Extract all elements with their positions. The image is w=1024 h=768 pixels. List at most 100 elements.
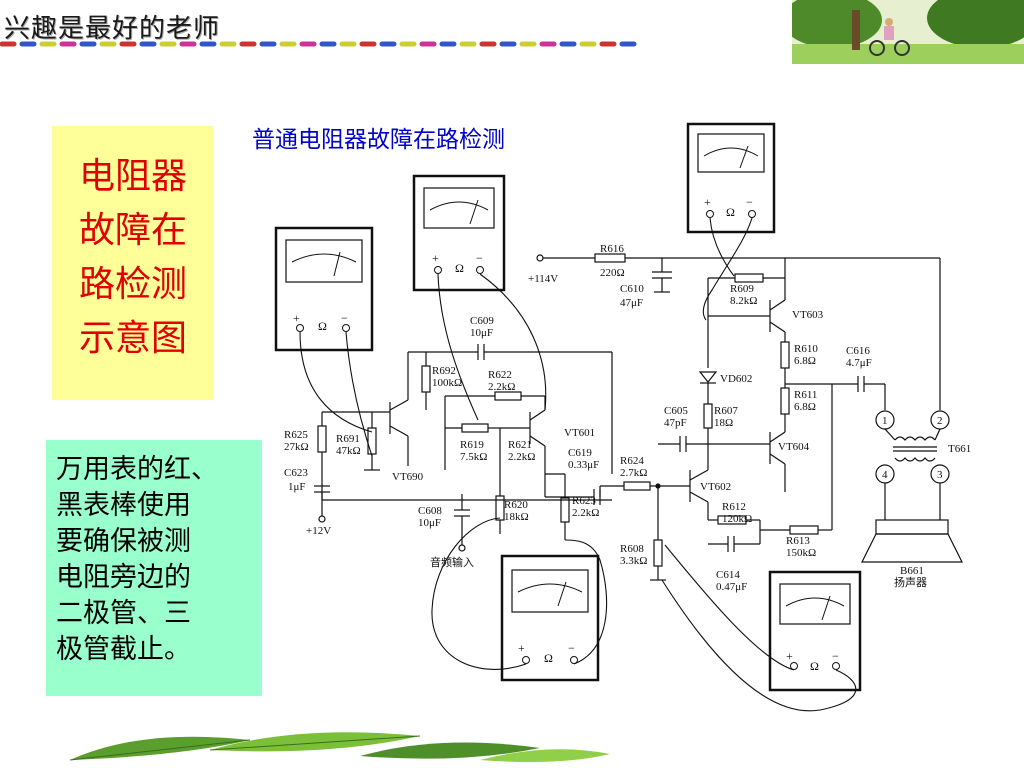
label-c610-value: 47μF xyxy=(620,297,643,309)
side-title-line: 电阻器 xyxy=(78,156,187,197)
note-line: 极管截止。 xyxy=(56,634,191,665)
note-line: 黑表棒使用 xyxy=(56,490,191,521)
label-r616: R616 xyxy=(600,243,624,255)
label-c614: C614 xyxy=(716,569,740,581)
label-vt602: VT602 xyxy=(700,481,731,493)
meter-plus-label: + xyxy=(518,641,525,655)
label-r610-value: 6.8Ω xyxy=(794,355,816,367)
meter-ohm-label: Ω xyxy=(726,205,735,219)
meter-plus-label: + xyxy=(704,195,711,209)
meter-minus-label: − xyxy=(746,195,753,209)
note-line: 二极管、三 xyxy=(56,598,191,629)
label-c623: C623 xyxy=(284,467,308,479)
label-t1: 1 xyxy=(882,415,888,427)
label-r616-value: 220Ω xyxy=(600,267,625,279)
label-t661: T661 xyxy=(948,443,971,455)
header-photo xyxy=(792,0,1024,64)
label-r622: R622 xyxy=(488,369,512,381)
label-r625-value: 27kΩ xyxy=(284,441,309,453)
label-r691-value: 47kΩ xyxy=(336,445,361,457)
label-r623-value: 2.2kΩ xyxy=(572,507,599,519)
label-r609: R609 xyxy=(730,283,754,295)
meter-minus-label: − xyxy=(568,641,575,655)
label-vt603: VT603 xyxy=(792,309,824,321)
label-r610: R610 xyxy=(794,343,818,355)
meter-plus-label: + xyxy=(432,251,439,265)
label-speaker: 扬声器 xyxy=(894,575,927,589)
note-line: 电阻旁边的 xyxy=(56,562,191,593)
meter-ohm-label: Ω xyxy=(544,651,553,665)
label-c605-value: 47pF xyxy=(664,417,687,429)
label-r620: R620 xyxy=(504,499,528,511)
meter-ohm-label: Ω xyxy=(810,659,819,673)
note-line: 万用表的红、 xyxy=(56,454,218,485)
label-c616: C616 xyxy=(846,345,870,357)
label-r619-value: 7.5kΩ xyxy=(460,451,487,463)
meter-minus-label: − xyxy=(832,649,839,663)
label-r611-value: 6.8Ω xyxy=(794,401,816,413)
label-c619-value: 0.33μF xyxy=(568,459,599,471)
side-title-line: 示意图 xyxy=(78,318,187,359)
label-vt690: VT690 xyxy=(392,471,424,483)
multimeter-2: + Ω − xyxy=(412,174,506,292)
side-title-box: 电阻器 故障在 路检测 示意图 xyxy=(52,126,214,400)
label-r607-value: 18Ω xyxy=(714,417,733,429)
label-vt601: VT601 xyxy=(564,427,595,439)
multimeter-3: + Ω − xyxy=(686,122,776,234)
label-r612-value: 120kΩ xyxy=(722,513,752,525)
multimeter-1: + Ω − xyxy=(274,226,374,352)
label-r692: R692 xyxy=(432,365,456,377)
label-r613-value: 150kΩ xyxy=(786,547,816,559)
label-c605: C605 xyxy=(664,405,688,417)
label-t4: 4 xyxy=(882,469,888,481)
label-r623: R623 xyxy=(572,495,596,507)
meter-minus-label: − xyxy=(476,251,483,265)
label-v114: +114V xyxy=(528,273,558,285)
multimeter-5: + Ω − xyxy=(768,570,862,692)
meter-plus-label: + xyxy=(293,311,300,325)
multimeter-4: + Ω − xyxy=(500,554,600,682)
label-t3: 3 xyxy=(937,469,943,481)
label-r621-value: 2.2kΩ xyxy=(508,451,535,463)
label-v12: +12V xyxy=(306,525,331,537)
note-line: 要确保被测 xyxy=(56,526,191,557)
label-vd602: VD602 xyxy=(720,373,752,385)
meter-ohm-label: Ω xyxy=(455,261,464,275)
label-c614-value: 0.47μF xyxy=(716,581,747,593)
side-title-line: 路检测 xyxy=(78,264,187,305)
label-r612: R612 xyxy=(722,501,746,513)
label-r619: R619 xyxy=(460,439,484,451)
label-r609-value: 8.2kΩ xyxy=(730,295,757,307)
label-c619: C619 xyxy=(568,447,592,459)
label-c608-value: 10μF xyxy=(418,517,441,529)
label-r607: R607 xyxy=(714,405,738,417)
label-r608-value: 3.3kΩ xyxy=(620,555,647,567)
decorative-leaves xyxy=(69,732,610,762)
label-r620-value: 18kΩ xyxy=(504,511,529,523)
label-r691: R691 xyxy=(336,433,360,445)
label-c616-value: 4.7μF xyxy=(846,357,872,369)
decorative-dash-line xyxy=(0,41,637,47)
label-c623-value: 1μF xyxy=(288,481,306,493)
meter-minus-label: − xyxy=(341,311,348,325)
label-r625: R625 xyxy=(284,429,308,441)
label-r621: R621 xyxy=(508,439,532,451)
label-vt604: VT604 xyxy=(778,441,810,453)
label-c609-value: 10μF xyxy=(470,327,493,339)
note-box: 万用表的红、 黑表棒使用 要确保被测 电阻旁边的 二极管、三 极管截止。 xyxy=(46,440,262,696)
diagram-title: 普通电阻器故障在路检测 xyxy=(252,127,505,153)
label-r608: R608 xyxy=(620,543,644,555)
label-r622-value: 2.2kΩ xyxy=(488,381,515,393)
label-c609: C609 xyxy=(470,315,494,327)
label-r624-value: 2.7kΩ xyxy=(620,467,647,479)
label-r611: R611 xyxy=(794,389,817,401)
label-audio-in: 音频输入 xyxy=(430,555,474,569)
label-c610: C610 xyxy=(620,283,644,295)
label-r692-value: 100kΩ xyxy=(432,377,462,389)
label-r624: R624 xyxy=(620,455,644,467)
meter-ohm-label: Ω xyxy=(318,319,327,333)
label-r613: R613 xyxy=(786,535,810,547)
side-title-line: 故障在 xyxy=(78,210,187,251)
label-t2: 2 xyxy=(937,415,943,427)
